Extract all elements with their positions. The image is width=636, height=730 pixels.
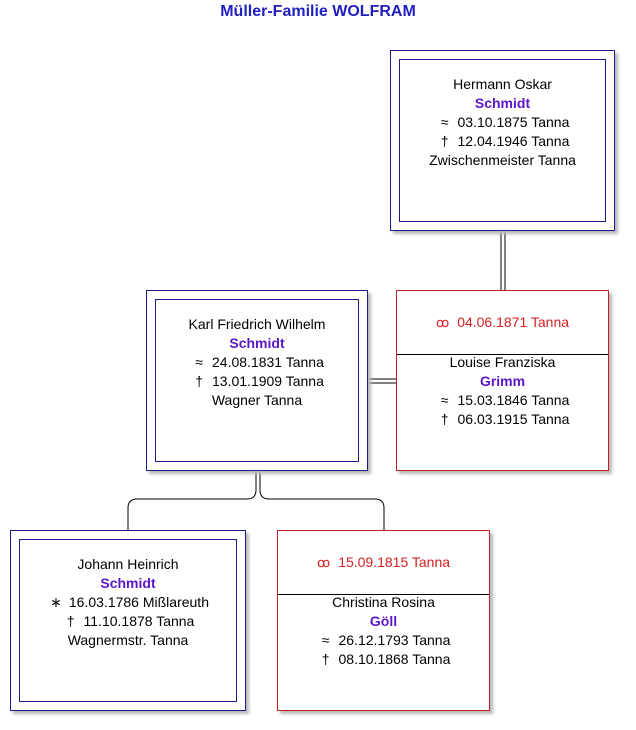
birth-star-icon: ∗ [50,594,62,610]
death-line: † 13.01.1909 Tanna [147,372,367,391]
spouse-card-louise[interactable]: ꝏ 04.06.1871 Tanna Louise Franziska Grimm… [396,290,609,471]
given-name: Karl Friedrich Wilhelm [188,316,326,332]
surname: Schmidt [474,95,531,111]
death-cross-icon: † [195,373,204,389]
person-card-inner-frame [399,59,606,222]
marriage-date: 04.06.1871 Tanna [457,314,570,330]
surname: Göll [369,613,398,629]
person-card-hermann[interactable]: Hermann Oskar Schmidt ≈ 03.10.1875 Tanna… [390,50,615,231]
person-details: Louise Franziska Grimm ≈ 15.03.1846 Tann… [397,353,608,429]
occupation: Wagner Tanna [211,392,303,408]
birth-line: ≈ 15.03.1846 Tanna [397,391,608,410]
given-name: Louise Franziska [449,354,556,370]
birth-line: ≈ 03.10.1875 Tanna [391,113,614,132]
surname: Grimm [479,373,526,389]
birth-line: ≈ 24.08.1831 Tanna [147,353,367,372]
death-date: 13.01.1909 Tanna [212,373,324,389]
birth-line: ∗ 16.03.1786 Mißlareuth [11,593,245,612]
death-cross-icon: † [440,133,449,149]
person-card-inner-frame [155,299,359,462]
death-cross-icon: † [321,651,330,667]
occupation: Zwischenmeister Tanna [429,152,576,168]
person-details: Karl Friedrich Wilhelm Schmidt ≈ 24.08.1… [147,315,367,410]
given-name: Johann Heinrich [77,556,179,572]
death-date: 06.03.1915 Tanna [457,411,570,427]
birth-date: 03.10.1875 Tanna [457,114,570,130]
death-line: † 06.03.1915 Tanna [397,410,608,429]
marriage-line: ꝏ 04.06.1871 Tanna [397,291,608,355]
person-details: Hermann Oskar Schmidt ≈ 03.10.1875 Tanna… [391,75,614,170]
marriage-date: 15.09.1815 Tanna [338,554,451,570]
person-details: Christina Rosina Göll ≈ 26.12.1793 Tanna… [278,593,489,669]
baptism-icon: ≈ [195,354,203,370]
death-date: 11.10.1878 Tanna [83,613,195,629]
death-line: † 12.04.1946 Tanna [391,132,614,151]
marriage-rings-icon: ꝏ [435,315,450,330]
page-title: Müller-Familie WOLFRAM [220,3,416,20]
birth-line: ≈ 26.12.1793 Tanna [278,631,489,650]
death-cross-icon: † [440,411,449,427]
death-date: 12.04.1946 Tanna [457,133,570,149]
baptism-icon: ≈ [440,392,449,408]
surname: Schmidt [229,335,285,351]
marriage-rings-icon: ꝏ [316,555,331,570]
death-line: † 08.10.1868 Tanna [278,650,489,669]
birth-date: 26.12.1793 Tanna [338,632,451,648]
death-line: † 11.10.1878 Tanna [11,612,245,631]
person-card-johann[interactable]: Johann Heinrich Schmidt ∗ 16.03.1786 Miß… [10,530,246,711]
baptism-icon: ≈ [321,632,330,648]
birth-date: 15.03.1846 Tanna [457,392,570,408]
person-card-karl[interactable]: Karl Friedrich Wilhelm Schmidt ≈ 24.08.1… [146,290,368,471]
spouse-card-christina[interactable]: ꝏ 15.09.1815 Tanna Christina Rosina Göll … [277,530,490,711]
occupation: Wagnermstr. Tanna [67,632,189,648]
marriage-line: ꝏ 15.09.1815 Tanna [278,531,489,595]
death-cross-icon: † [66,613,75,629]
connector-karl-children [127,471,257,530]
death-date: 08.10.1868 Tanna [338,651,451,667]
birth-date: 16.03.1786 Mißlareuth [68,594,209,610]
person-details: Johann Heinrich Schmidt ∗ 16.03.1786 Miß… [11,555,245,650]
given-name: Hermann Oskar [453,76,552,92]
given-name: Christina Rosina [332,594,435,610]
birth-date: 24.08.1831 Tanna [212,354,324,370]
surname: Schmidt [100,575,156,591]
person-card-inner-frame [19,539,237,702]
baptism-icon: ≈ [440,114,449,130]
